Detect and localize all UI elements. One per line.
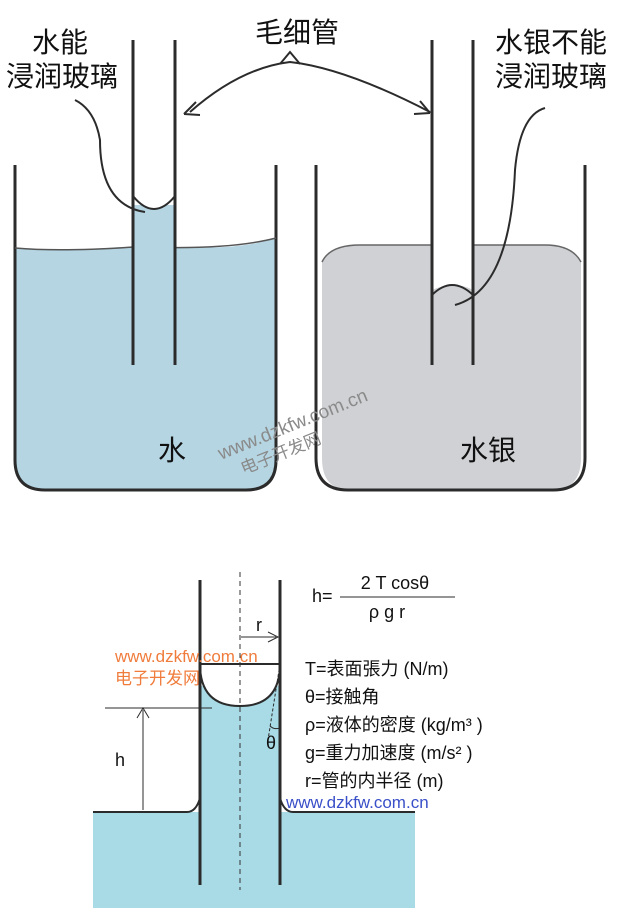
legend-radius: r=管的内半径 (m) — [305, 771, 444, 791]
legend-gravity: g=重力加速度 (m/s² ) — [305, 743, 473, 763]
water-wets-leader — [74, 99, 146, 213]
mercury-label: 水银 — [460, 434, 516, 467]
mercury-capillary-fill — [433, 295, 472, 365]
formula: h= 2 T cosθ ρ g r — [312, 573, 455, 622]
angle-label: θ — [266, 733, 276, 753]
radius-label: r — [256, 615, 262, 635]
variable-legend: T=表面張力 (N/m) θ=接触角 ρ=液体的密度 (kg/m³ ) g=重力… — [305, 659, 483, 791]
mercury-capillary-tube — [430, 40, 475, 365]
contact-angle-arc — [269, 725, 281, 730]
mercury-beaker — [314, 165, 587, 492]
radius-arrow-head — [267, 631, 280, 643]
legend-contact-angle: θ=接触角 — [305, 687, 380, 707]
water-beaker-outline — [13, 165, 278, 492]
convex-meniscus — [431, 284, 474, 296]
formula-lhs: h= — [312, 586, 333, 606]
legend-tension: T=表面張力 (N/m) — [305, 659, 449, 679]
arrow-left-head — [183, 101, 201, 116]
water-wets-label-line1: 水能 — [32, 26, 88, 59]
height-arrow-head — [136, 707, 150, 719]
callout-lines — [74, 50, 546, 306]
capillary-tube — [198, 572, 282, 908]
mercury-not-wets-label-line2: 浸润玻璃 — [495, 60, 607, 93]
water-capillary-tube — [131, 40, 177, 365]
mercury-not-wets-leader — [454, 107, 546, 306]
capillary-label: 毛细管 — [255, 16, 339, 49]
contact-angle-tangent — [267, 663, 281, 741]
orange-watermark-site: 电子开发网 — [115, 669, 200, 688]
capillary-brace-stem — [279, 50, 301, 65]
blue-watermark-url: www.dzkfw.com.cn — [285, 793, 429, 812]
formula-numerator: 2 T cosθ — [361, 573, 429, 593]
mercury-fill — [322, 245, 581, 490]
legend-density: ρ=液体的密度 (kg/m³ ) — [305, 715, 483, 735]
mercury-beaker-outline — [314, 165, 587, 492]
mercury-not-wets-label-line1: 水银不能 — [495, 26, 607, 59]
formula-denominator: ρ g r — [369, 602, 405, 622]
concave-meniscus — [132, 195, 176, 210]
water-wets-label-line2: 浸润玻璃 — [6, 60, 118, 93]
capillary-brace — [189, 60, 431, 113]
mercury-surface — [321, 244, 582, 263]
arrow-right-head — [413, 100, 431, 115]
height-label: h — [115, 750, 125, 770]
water-capillary-fill — [133, 205, 175, 365]
orange-watermark-url: www.dzkfw.com.cn — [114, 647, 258, 666]
dimension-marks — [105, 631, 281, 810]
water-label: 水 — [158, 434, 186, 467]
